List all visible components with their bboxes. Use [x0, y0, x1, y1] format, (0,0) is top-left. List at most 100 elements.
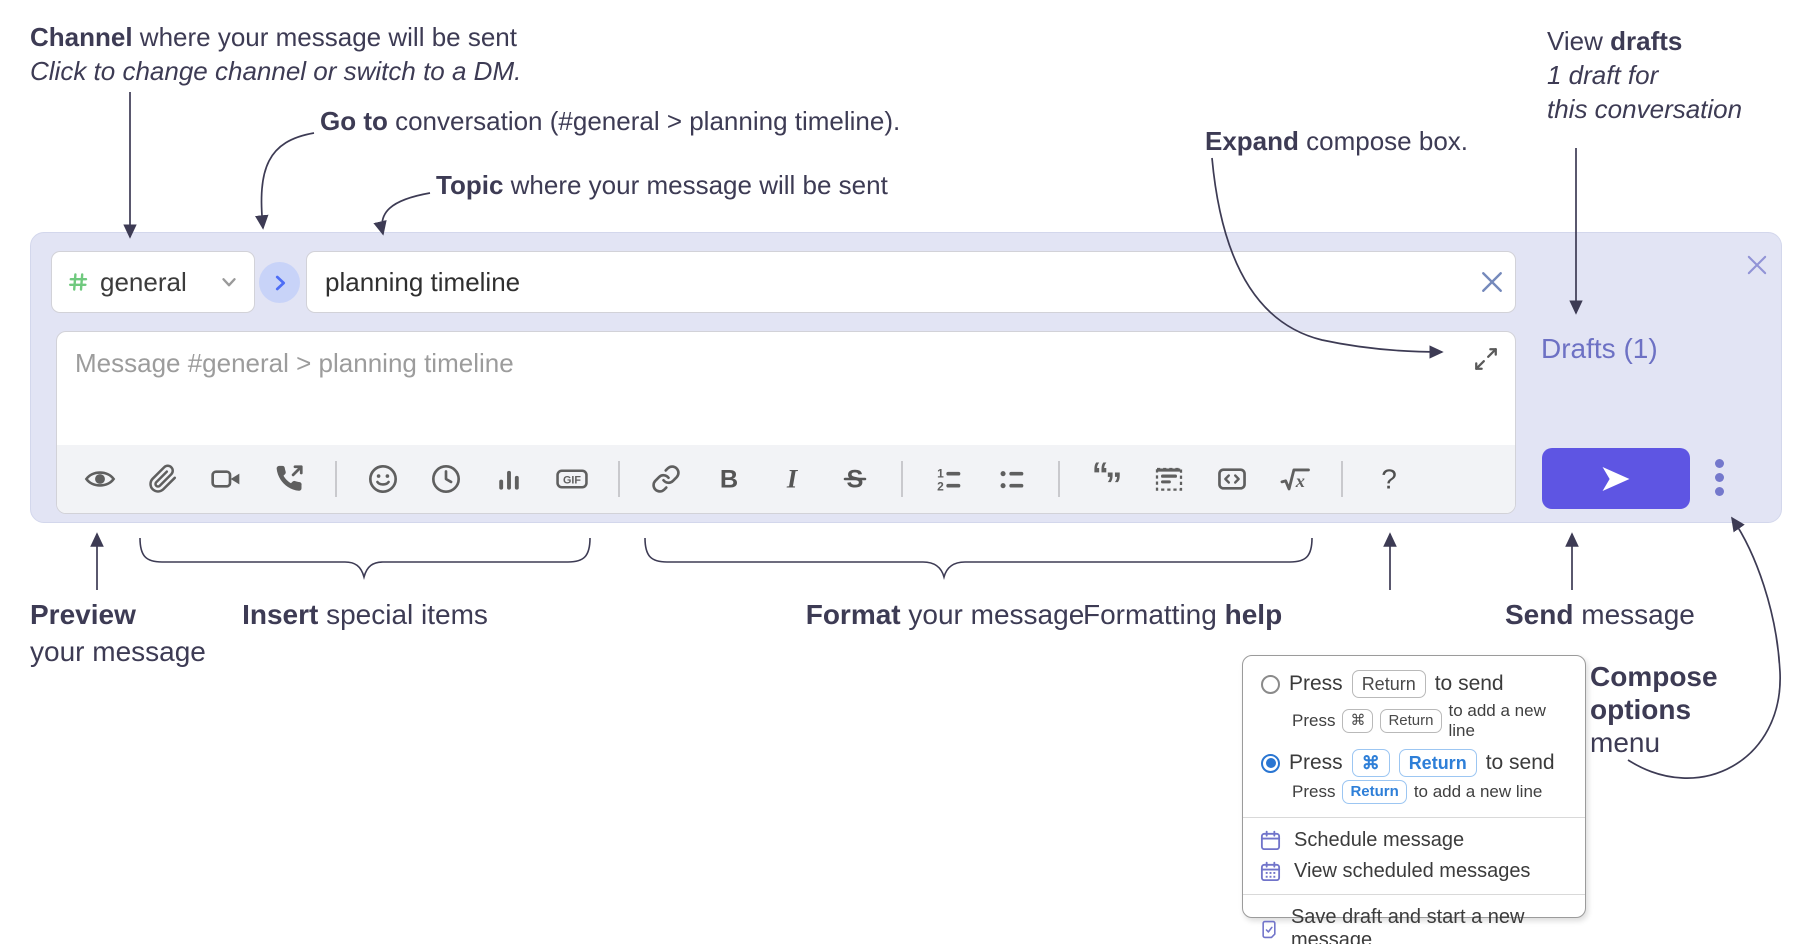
toolbar-divider — [335, 461, 337, 497]
strikethrough-button[interactable]: S — [838, 462, 872, 496]
key-return: Return — [1342, 780, 1407, 804]
spoiler-button[interactable] — [1152, 462, 1186, 496]
link-icon — [652, 465, 680, 493]
expand-icon — [1475, 348, 1497, 370]
math-sqrt-icon: x — [1280, 468, 1310, 491]
channel-hash-icon — [69, 273, 88, 291]
svg-text:?: ? — [1381, 463, 1397, 494]
eye-icon — [84, 471, 116, 487]
key-cmd: ⌘ — [1342, 709, 1374, 733]
topic-input-box — [306, 251, 1516, 313]
chevron-right-icon — [275, 275, 285, 290]
bulleted-list-button[interactable] — [995, 462, 1029, 496]
key-return: Return — [1398, 749, 1477, 777]
annotation-insert: Insert special items — [242, 599, 488, 630]
channel-name: general — [100, 266, 187, 297]
send-option-cmd-return[interactable]: Press ⌘ Return to send — [1243, 747, 1585, 779]
radio-selected[interactable] — [1261, 753, 1280, 773]
send-button[interactable] — [1542, 448, 1690, 509]
bulleted-list-icon — [1000, 471, 1024, 489]
compose-box: general — [30, 232, 1782, 523]
question-mark-icon: ? — [1381, 463, 1397, 494]
calendar-icon — [1260, 830, 1281, 851]
link-button[interactable] — [649, 462, 683, 496]
key-return: Return — [1351, 670, 1426, 698]
annotation-format: Format your message — [805, 599, 1085, 630]
video-camera-icon — [211, 470, 240, 488]
close-icon — [1747, 255, 1767, 275]
annotation-topic: Topic where your message will be sent — [436, 170, 888, 200]
toolbar-divider — [618, 461, 620, 497]
annotation-compose-options: Compose options menu — [1590, 661, 1718, 758]
menu-divider — [1243, 817, 1585, 818]
quote-icon: “ ” — [1092, 462, 1122, 496]
go-to-conversation-button[interactable] — [259, 262, 300, 303]
annotation-view-drafts: View drafts 1 draft for this conversatio… — [1547, 26, 1743, 124]
gif-icon: GIF — [556, 469, 588, 489]
numbered-list-icon: 1 2 — [937, 467, 961, 493]
message-box: GIF B — [56, 331, 1516, 514]
annotation-formatting-help: Formatting help — [1083, 599, 1283, 630]
channel-selector[interactable]: general — [51, 251, 255, 313]
schedule-button[interactable] — [429, 462, 463, 496]
send-option-cmd-return-hint: Press Return to add a new line — [1243, 779, 1585, 810]
menu-item-schedule-message[interactable]: Schedule message — [1243, 825, 1585, 856]
preview-button[interactable] — [83, 462, 117, 496]
send-option-return[interactable]: Press Return to send — [1243, 668, 1585, 700]
bold-button[interactable]: B — [712, 462, 746, 496]
toolbar-divider — [1341, 461, 1343, 497]
toolbar-divider — [1058, 461, 1060, 497]
menu-divider — [1243, 894, 1585, 895]
svg-text:GIF: GIF — [563, 474, 581, 486]
bar-chart-icon — [499, 470, 519, 490]
clear-topic-button[interactable] — [1469, 259, 1515, 305]
annotation-goto: Go to conversation (#general > planning … — [320, 106, 901, 136]
menu-item-view-scheduled[interactable]: View scheduled messages — [1243, 856, 1585, 887]
send-option-return-hint: Press ⌘ Return to add a new line — [1292, 701, 1546, 740]
strikethrough-icon: S — [843, 466, 867, 494]
chevron-down-icon — [222, 278, 236, 287]
toolbar-divider — [901, 461, 903, 497]
phone-outgoing-icon — [276, 465, 303, 491]
video-call-button[interactable] — [209, 462, 243, 496]
close-compose-button[interactable] — [1737, 245, 1777, 285]
close-icon — [1482, 272, 1502, 292]
italic-button[interactable]: I — [775, 462, 809, 496]
poll-button[interactable] — [492, 462, 526, 496]
send-plane-icon — [1602, 466, 1630, 491]
drafts-link[interactable]: Drafts (1) — [1541, 333, 1658, 364]
math-button[interactable]: x — [1278, 462, 1312, 496]
compose-toolbar: GIF B — [57, 445, 1515, 513]
message-textarea[interactable] — [57, 332, 1515, 445]
bold-icon: B — [720, 466, 738, 494]
svg-text:“: “ — [1092, 462, 1109, 494]
code-button[interactable] — [1215, 462, 1249, 496]
paperclip-icon — [149, 464, 177, 493]
quote-button[interactable]: “ ” — [1089, 462, 1123, 496]
attach-file-button[interactable] — [146, 462, 180, 496]
radio-unselected[interactable] — [1261, 674, 1280, 694]
message-formatting-help-button[interactable]: ? — [1372, 462, 1406, 496]
save-draft-icon — [1262, 920, 1276, 938]
topic-input[interactable] — [307, 266, 1469, 298]
calendar-dates-icon — [1260, 861, 1281, 882]
menu-item-save-draft[interactable]: Save draft and start a new message — [1243, 902, 1585, 944]
numbered-list-button[interactable]: 1 2 — [932, 462, 966, 496]
gif-button[interactable]: GIF — [555, 462, 589, 496]
expand-compose-button[interactable] — [1471, 344, 1501, 374]
svg-text:x: x — [1295, 471, 1305, 491]
svg-text:2: 2 — [937, 479, 944, 493]
key-return: Return — [1380, 709, 1442, 733]
annotation-expand: Expand compose box. — [1205, 126, 1469, 156]
emoji-button[interactable] — [366, 462, 400, 496]
compose-options-menu-button[interactable] — [1711, 455, 1728, 500]
annotation-send: Send message — [1505, 599, 1695, 630]
smiley-icon — [369, 465, 397, 493]
voice-call-button[interactable] — [272, 462, 306, 496]
clock-icon — [432, 465, 460, 493]
spoiler-icon — [1155, 467, 1183, 491]
italic-icon: I — [786, 464, 799, 494]
svg-text:1: 1 — [937, 467, 944, 481]
key-cmd: ⌘ — [1351, 749, 1390, 777]
